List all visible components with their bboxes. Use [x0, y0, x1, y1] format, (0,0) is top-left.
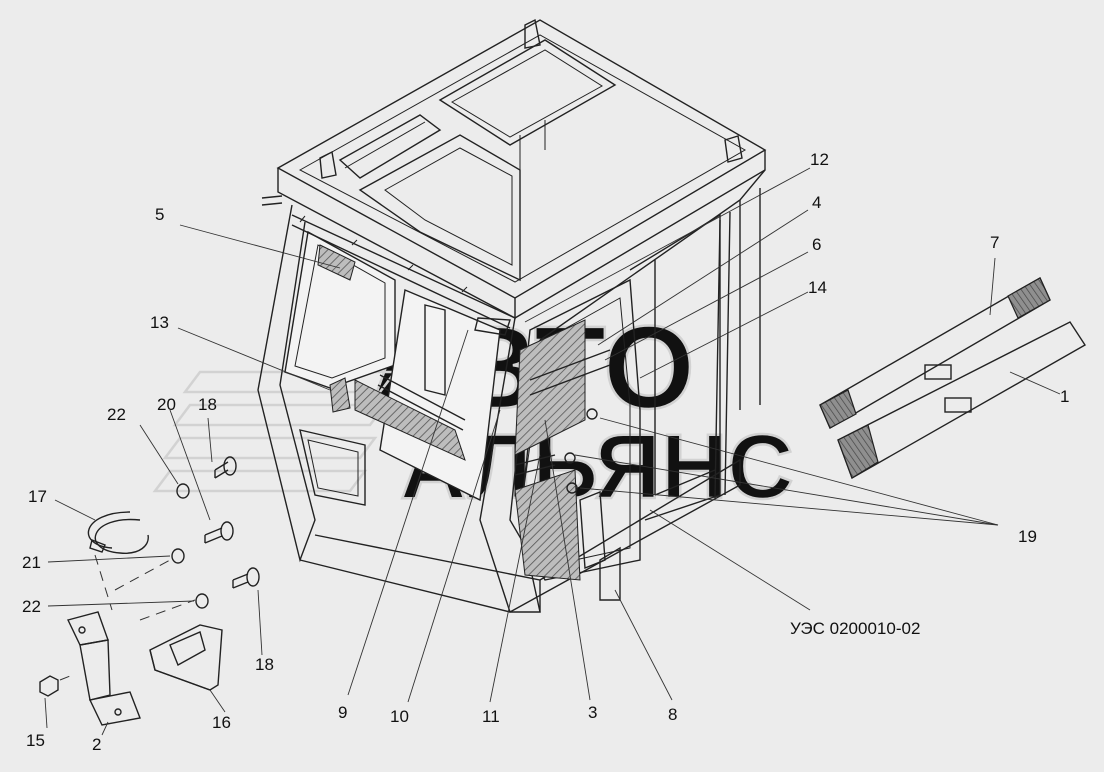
callout-14: 14 [808, 278, 827, 297]
callout-22-bottom: 22 [22, 597, 41, 616]
callout-5: 5 [155, 205, 164, 224]
callout-1: 1 [1060, 387, 1069, 406]
callout-9: 9 [338, 703, 347, 722]
hardware-parts [39, 456, 260, 726]
leader-lines [44, 167, 1061, 736]
side-panels [819, 277, 1086, 480]
callout-20: 20 [157, 395, 176, 414]
callout-13: 13 [150, 313, 169, 332]
callout-18-top: 18 [198, 395, 217, 414]
callout-12: 12 [810, 150, 829, 169]
callout-21: 21 [22, 553, 41, 572]
callout-4: 4 [812, 193, 821, 212]
callout-16: 16 [212, 713, 231, 732]
callout-15: 15 [26, 731, 45, 750]
callout-17: 17 [28, 487, 47, 506]
callout-2: 2 [92, 735, 101, 754]
callout-18-bottom: 18 [255, 655, 274, 674]
callout-6: 6 [812, 235, 821, 254]
assembly-code: УЭС 0200010-02 [790, 619, 920, 638]
callout-7: 7 [990, 233, 999, 252]
callout-10: 10 [390, 707, 409, 726]
callout-labels: 12 4 6 14 7 1 5 13 22 20 18 17 21 22 18 … [22, 150, 1069, 754]
callout-22-top: 22 [107, 405, 126, 424]
callout-8: 8 [668, 705, 677, 724]
callout-19: 19 [1018, 527, 1037, 546]
callout-11: 11 [482, 707, 500, 726]
callout-3: 3 [588, 703, 597, 722]
